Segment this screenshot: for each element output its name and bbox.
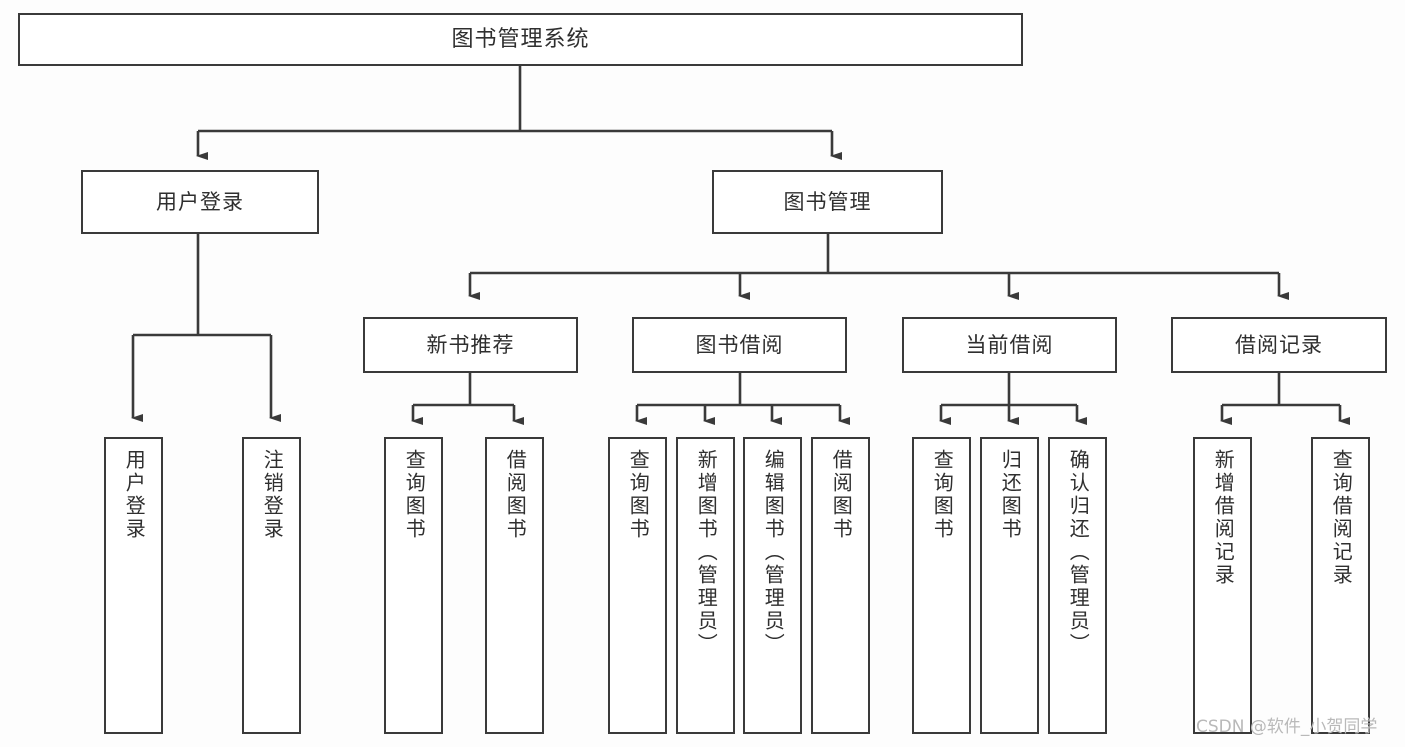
node-label: 查询借阅记录	[1329, 449, 1354, 587]
node-label: 编辑图书（管理员）	[761, 449, 786, 656]
node-book-management[interactable]: 图书管理	[712, 170, 943, 234]
node-label: 图书管理系统	[451, 26, 590, 52]
leaf-confirm-return-admin[interactable]: 确认归还（管理员）	[1048, 437, 1107, 734]
node-root-book-management-system[interactable]: 图书管理系统	[18, 13, 1023, 66]
leaf-add-book-admin[interactable]: 新增图书（管理员）	[676, 437, 735, 734]
node-label: 用户登录	[122, 449, 147, 541]
node-label: 新书推荐	[426, 332, 515, 357]
node-current-borrowing[interactable]: 当前借阅	[902, 317, 1117, 373]
node-label: 查询图书	[626, 449, 651, 541]
leaf-borrow-books[interactable]: 借阅图书	[811, 437, 870, 734]
node-label: 借阅记录	[1235, 332, 1323, 357]
node-label: 借阅图书	[503, 449, 528, 541]
node-user-login[interactable]: 用户登录	[81, 170, 319, 234]
leaf-return-books[interactable]: 归还图书	[980, 437, 1039, 734]
node-label: 图书借阅	[695, 332, 784, 357]
node-label: 查询图书	[402, 449, 427, 541]
leaf-add-borrowing-record[interactable]: 新增借阅记录	[1193, 437, 1252, 734]
node-label: 新增借阅记录	[1211, 449, 1236, 587]
node-label: 借阅图书	[829, 449, 854, 541]
node-label: 新增图书（管理员）	[694, 449, 719, 656]
node-new-book-recommendation[interactable]: 新书推荐	[363, 317, 578, 373]
leaf-logout[interactable]: 注销登录	[242, 437, 301, 734]
node-label: 注销登录	[260, 449, 285, 541]
leaf-borrow-books-recommendation[interactable]: 借阅图书	[485, 437, 544, 734]
leaf-user-login[interactable]: 用户登录	[104, 437, 163, 734]
leaf-query-books-current[interactable]: 查询图书	[912, 437, 971, 734]
node-label: 查询图书	[930, 449, 955, 541]
leaf-query-borrowing-record[interactable]: 查询借阅记录	[1311, 437, 1370, 734]
leaf-query-books-borrowing[interactable]: 查询图书	[608, 437, 667, 734]
leaf-query-books-recommendation[interactable]: 查询图书	[384, 437, 443, 734]
node-label: 当前借阅	[965, 332, 1054, 357]
node-borrowing-records[interactable]: 借阅记录	[1171, 317, 1387, 373]
node-label: 确认归还（管理员）	[1066, 449, 1091, 656]
node-label: 归还图书	[998, 449, 1023, 541]
node-label: 用户登录	[156, 189, 244, 214]
csdn-watermark: CSDN @软件_小贺同学	[1196, 717, 1378, 737]
node-book-borrowing[interactable]: 图书借阅	[632, 317, 847, 373]
leaf-edit-book-admin[interactable]: 编辑图书（管理员）	[743, 437, 802, 734]
node-label: 图书管理	[783, 189, 872, 214]
